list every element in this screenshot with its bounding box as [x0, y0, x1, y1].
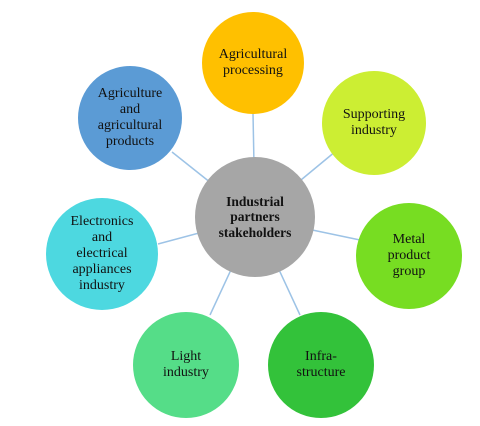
label-line: products [105, 134, 155, 150]
label-line: group [392, 264, 426, 280]
node-agricultural-processing: Agricultural processing [202, 12, 304, 114]
label-line: industry [79, 278, 125, 294]
node-infra-structure: Infra- structure [268, 312, 374, 418]
label-line: processing [223, 63, 283, 78]
label-line: electrical [76, 245, 128, 261]
label-line: partners [230, 209, 280, 225]
label-line: appliances [72, 262, 132, 278]
node-electronics: Electronics and electrical appliances in… [46, 198, 158, 310]
label-line: and [91, 229, 113, 245]
label-line: and [119, 101, 141, 117]
label-line: Industrial [226, 193, 284, 209]
label-line: product [387, 247, 431, 263]
node-agriculture-products: Agriculture and agricultural products [78, 66, 182, 170]
label-line: stakeholders [218, 224, 292, 240]
label-line: Agriculture [97, 85, 163, 101]
node-supporting-industry: Supporting industry [322, 71, 426, 175]
label-line: Agricultural [218, 46, 288, 62]
node-center-industrial-partners: Industrial partners stakeholders [195, 157, 315, 277]
label-line: industry [351, 123, 397, 138]
label-line: Metal [392, 231, 426, 247]
node-metal-product-group: Metal product group [356, 203, 462, 309]
label-line: Electronics [70, 213, 134, 229]
label-line: structure [296, 365, 346, 380]
label-line: Infra- [305, 348, 337, 364]
label-line: Supporting [342, 106, 406, 122]
label-line: industry [163, 365, 209, 380]
label-line: Light [170, 348, 202, 364]
node-light-industry: Light industry [133, 312, 239, 418]
label-line: agricultural [97, 118, 163, 133]
